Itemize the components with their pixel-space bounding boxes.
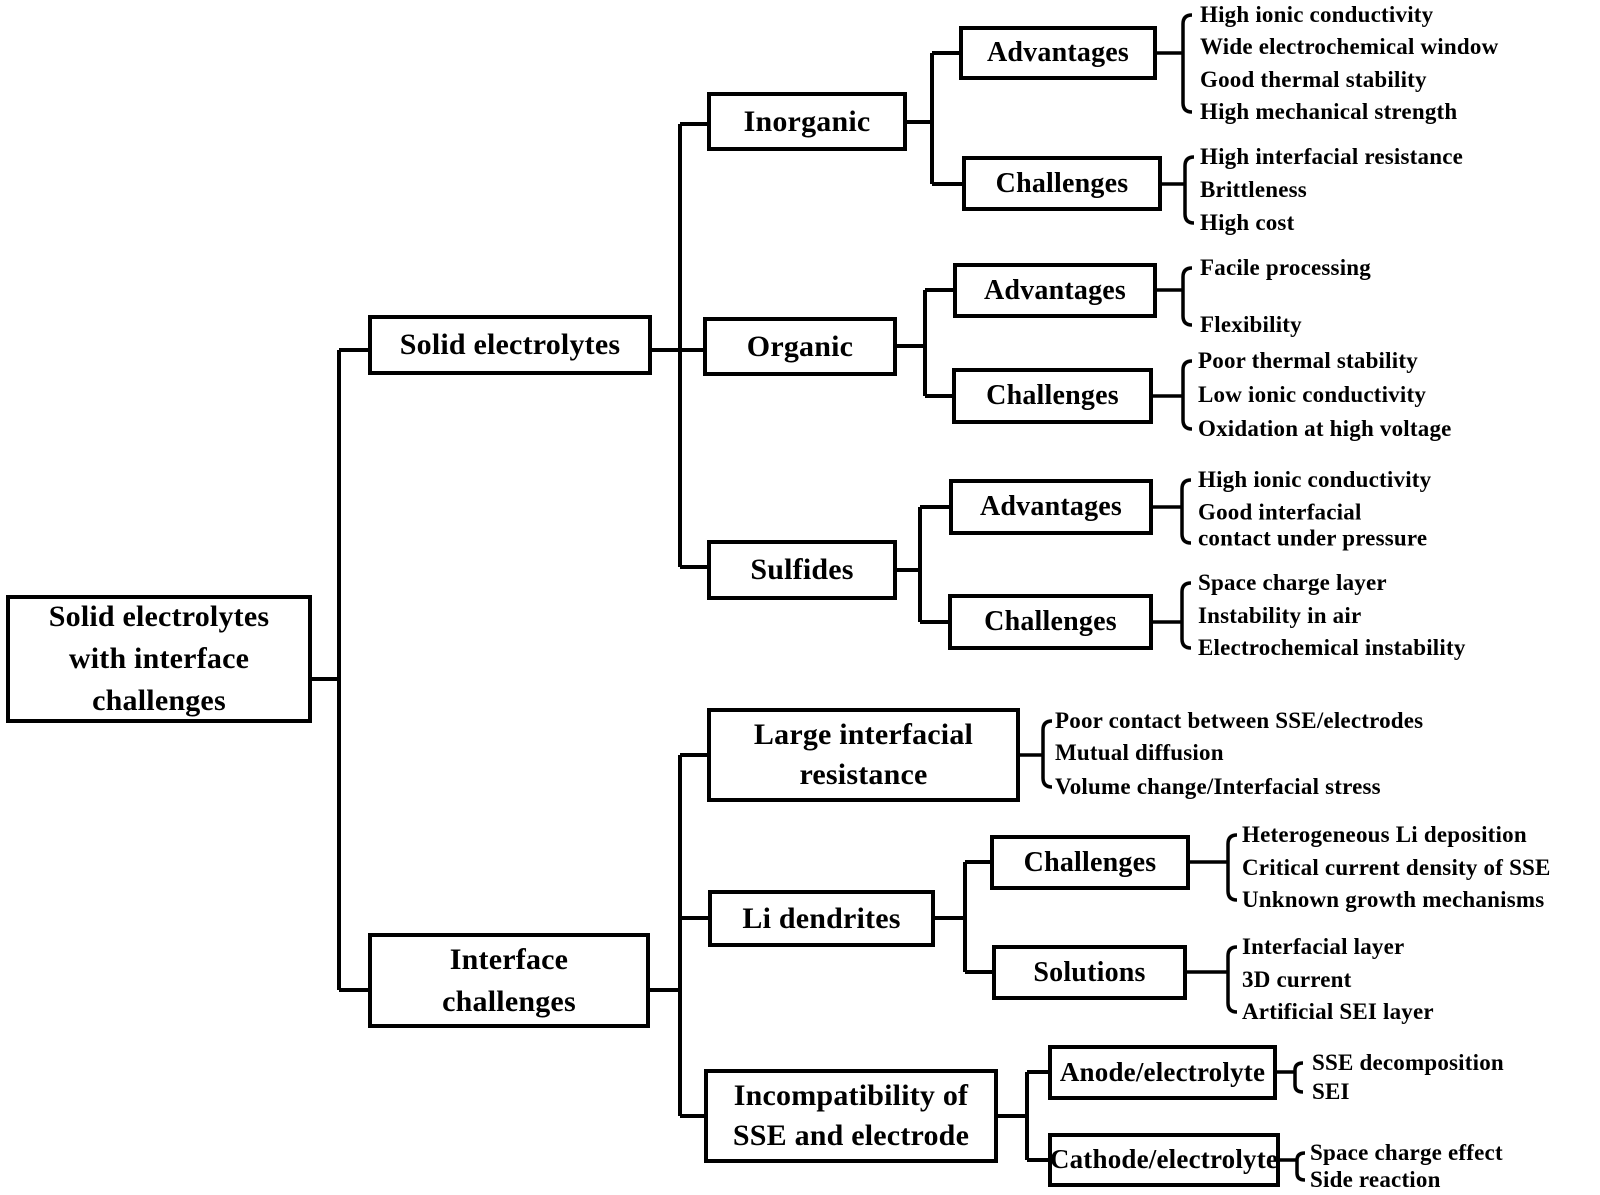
leaf-item: SSE decomposition bbox=[1312, 1050, 1504, 1076]
leaf-item: High interfacial resistance bbox=[1200, 144, 1464, 170]
leaf-item: Interfacial layer bbox=[1242, 934, 1405, 960]
li-dendrites-challenges-node: Challenges bbox=[990, 835, 1190, 890]
leaf-item: High cost bbox=[1200, 210, 1295, 236]
leaf-item: Space charge effect bbox=[1310, 1140, 1503, 1166]
li-dendrites-solutions-node: Solutions bbox=[992, 945, 1187, 1000]
leaf-item: Unknown growth mechanisms bbox=[1242, 887, 1545, 913]
leaf-item: Wide electrochemical window bbox=[1200, 34, 1499, 60]
leaf-item: Space charge layer bbox=[1198, 570, 1387, 596]
solid-electrolytes-node: Solid electrolytes bbox=[368, 315, 652, 375]
leaf-item: High ionic conductivity bbox=[1200, 2, 1434, 28]
leaf-item: Electrochemical instability bbox=[1198, 635, 1466, 661]
organic-node: Organic bbox=[703, 317, 897, 376]
cathode-electrolyte-node: Cathode/electrolyte bbox=[1048, 1133, 1280, 1187]
sulfides-node: Sulfides bbox=[707, 540, 897, 600]
sulfides-advantages-node: Advantages bbox=[949, 479, 1153, 535]
leaf-item: High ionic conductivity bbox=[1198, 467, 1432, 493]
root-connectors bbox=[309, 51, 1048, 1162]
leaf-item: Mutual diffusion bbox=[1055, 740, 1224, 766]
leaf-item: Side reaction bbox=[1310, 1167, 1441, 1193]
leaf-item: Instability in air bbox=[1198, 603, 1362, 629]
leaf-item: Oxidation at high voltage bbox=[1198, 416, 1452, 442]
leaf-item: 3D current bbox=[1242, 967, 1352, 993]
leaf-item: Flexibility bbox=[1200, 312, 1302, 338]
organic-advantages-node: Advantages bbox=[953, 263, 1157, 318]
interface-challenges-node: Interface challenges bbox=[368, 933, 650, 1028]
leaf-item: Facile processing bbox=[1200, 255, 1371, 281]
leaf-item: Critical current density of SSE bbox=[1242, 855, 1551, 881]
sulfides-challenges-node: Challenges bbox=[948, 594, 1153, 650]
leaf-brackets bbox=[1020, 13, 1306, 1182]
leaf-item: Poor thermal stability bbox=[1198, 348, 1418, 374]
leaf-item: SEI bbox=[1312, 1079, 1350, 1105]
incompatibility-node: Incompatibility of SSE and electrode bbox=[704, 1069, 998, 1163]
leaf-item: Good thermal stability bbox=[1200, 67, 1427, 93]
root-node: Solid electrolytes with interface challe… bbox=[6, 595, 312, 723]
inorganic-node: Inorganic bbox=[707, 92, 907, 151]
leaf-item: Low ionic conductivity bbox=[1198, 382, 1427, 408]
leaf-item: Volume change/Interfacial stress bbox=[1055, 774, 1381, 800]
leaf-item: Artificial SEI layer bbox=[1242, 999, 1434, 1025]
li-dendrites-node: Li dendrites bbox=[708, 890, 935, 947]
inorganic-challenges-node: Challenges bbox=[962, 156, 1162, 211]
anode-electrolyte-node: Anode/electrolyte bbox=[1048, 1045, 1277, 1100]
leaf-item: Brittleness bbox=[1200, 177, 1307, 203]
large-interfacial-resistance-node: Large interfacial resistance bbox=[707, 708, 1020, 802]
leaf-item: Poor contact between SSE/electrodes bbox=[1055, 708, 1424, 734]
inorganic-advantages-node: Advantages bbox=[959, 26, 1157, 80]
organic-challenges-node: Challenges bbox=[952, 368, 1153, 424]
leaf-item: Good interfacial contact under pressure bbox=[1198, 499, 1428, 550]
leaf-item: High mechanical strength bbox=[1200, 99, 1458, 125]
leaf-item: Heterogeneous Li deposition bbox=[1242, 822, 1527, 848]
